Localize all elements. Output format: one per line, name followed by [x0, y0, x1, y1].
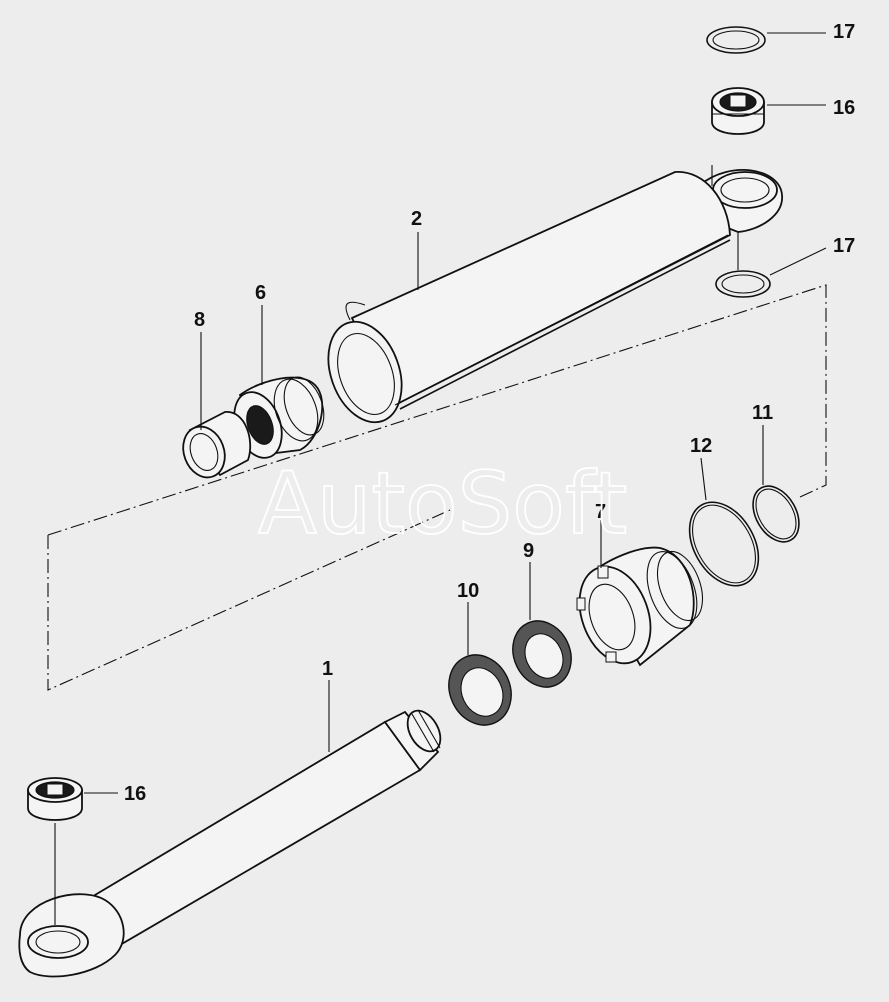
label-6: 6	[255, 282, 266, 304]
part-16-bushing-top	[711, 87, 765, 135]
watermark-text: AutoSoft	[258, 454, 627, 554]
leader-lines	[84, 32, 827, 794]
part-11-o-ring	[752, 485, 800, 543]
part-9-seal	[512, 620, 572, 688]
label-8: 8	[194, 309, 205, 331]
label-1: 1	[322, 658, 333, 680]
part-8-sleeve	[182, 411, 252, 479]
label-9: 9	[523, 540, 534, 562]
label-7: 7	[595, 501, 606, 523]
label-11: 11	[752, 402, 773, 424]
part-10-seal	[448, 654, 512, 726]
label-16-top: 16	[833, 97, 855, 119]
part-17-circlip-lower	[715, 232, 771, 298]
part-2-cylinder-tube	[327, 165, 783, 424]
part-7-gland-nut	[576, 546, 704, 667]
label-2: 2	[411, 208, 422, 230]
label-10: 10	[457, 580, 479, 602]
label-17-top: 17	[833, 21, 855, 43]
label-17-lower: 17	[833, 235, 855, 257]
part-12-o-ring	[688, 501, 760, 587]
label-12: 12	[690, 435, 712, 457]
callout-labels: 17 16 2 17 6 8 11 12 7 9 10 1 16	[124, 21, 855, 805]
part-16-bushing-lower	[27, 777, 83, 821]
part-1-piston-rod	[18, 709, 442, 978]
part-17-circlip-top	[706, 26, 766, 54]
label-16-lower: 16	[124, 783, 146, 805]
assembly-centerline	[47, 284, 827, 691]
